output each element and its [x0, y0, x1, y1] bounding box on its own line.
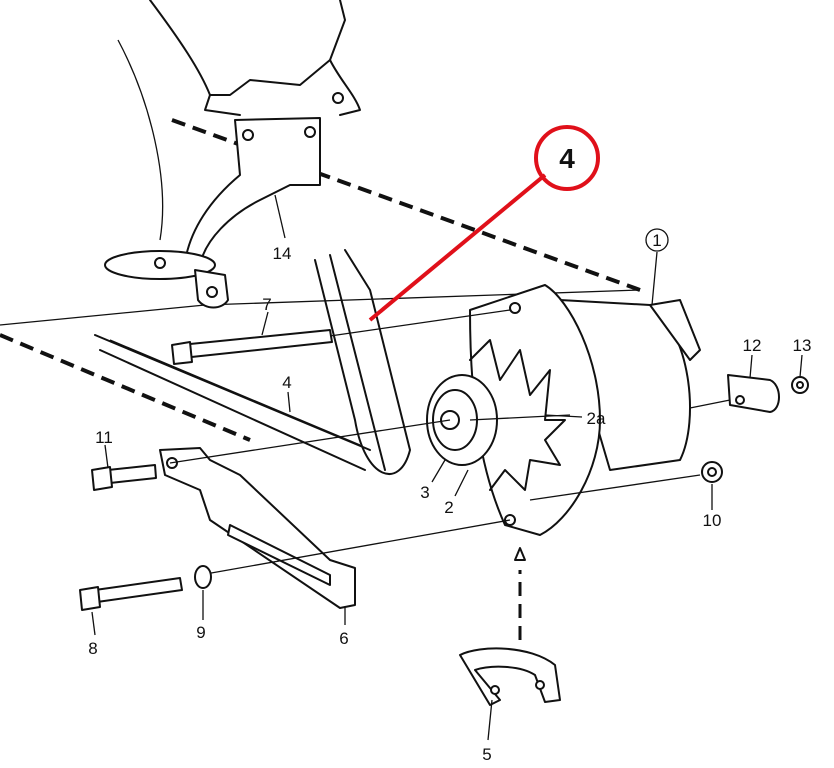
- callout-5: 5: [482, 745, 491, 764]
- callout-8: 8: [88, 639, 97, 658]
- callout-3: 3: [420, 483, 429, 502]
- engine-block-outline: [117, 0, 361, 241]
- callout-6: 6: [339, 629, 348, 648]
- callout-1: 1: [652, 231, 661, 250]
- callout-9: 9: [196, 623, 205, 642]
- highlight-label: 4: [559, 143, 575, 174]
- bolt-11: [91, 464, 157, 491]
- drive-belt-4: [94, 249, 411, 475]
- callout-14: 14: [273, 244, 292, 263]
- bolt-7: [171, 309, 511, 365]
- bolt-8: [79, 565, 212, 611]
- nut-10: [529, 461, 723, 501]
- callout-13: 13: [793, 336, 812, 355]
- clamp-12: [689, 374, 809, 413]
- highlight-callout-4: 4: [368, 125, 600, 322]
- callout-11: 11: [95, 428, 113, 447]
- bracket-5: [459, 547, 561, 706]
- leader-lines: [91, 194, 803, 741]
- callout-12: 12: [743, 336, 762, 355]
- callout-2: 2: [444, 498, 453, 517]
- callout-10: 10: [703, 511, 722, 530]
- alignment-dashed-lines: [0, 118, 641, 442]
- callout-labels: 1 2 2a 3 4 5 6 7 8 9 10 11 12 13 14: [88, 228, 812, 764]
- adjusting-bar-6: [159, 419, 511, 609]
- callout-7: 7: [262, 295, 271, 314]
- engine-bracket-14: [104, 117, 321, 309]
- alternator-1: [426, 284, 701, 536]
- callout-2a: 2a: [587, 409, 606, 428]
- callout-4: 4: [282, 373, 291, 392]
